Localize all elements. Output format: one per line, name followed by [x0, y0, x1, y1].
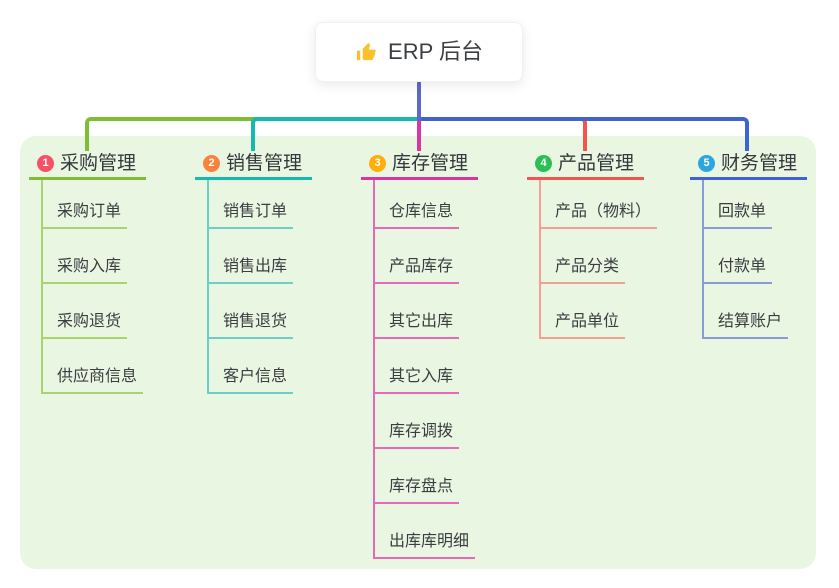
child-label: 库存盘点 — [373, 479, 460, 504]
branch-number-badge: 3 — [369, 154, 386, 172]
mindmap-panel — [20, 136, 816, 569]
branch-purchase-children: 采购订单 采购入库 采购退货 供应商信息 — [41, 180, 144, 394]
branch-number-badge: 1 — [37, 154, 54, 172]
branch-product-title[interactable]: 4 产品管理 — [527, 149, 644, 180]
thumbs-up-icon — [355, 41, 378, 64]
child-label: 产品库存 — [373, 259, 460, 284]
child-label: 结算账户 — [702, 314, 789, 339]
child-label: 其它出库 — [373, 314, 460, 339]
branch-number-badge: 4 — [535, 154, 552, 172]
child-node[interactable]: 销售退货 — [207, 284, 294, 339]
child-label: 回款单 — [702, 204, 773, 229]
child-node[interactable]: 客户信息 — [207, 339, 294, 394]
child-label: 付款单 — [702, 259, 773, 284]
child-node[interactable]: 仓库信息 — [373, 180, 475, 229]
child-label: 其它入库 — [373, 369, 460, 394]
root-node-title: ERP 后台 — [388, 39, 483, 64]
child-node[interactable]: 产品（物料） — [539, 180, 658, 229]
child-node[interactable]: 供应商信息 — [41, 339, 144, 394]
child-node[interactable]: 其它入库 — [373, 339, 475, 394]
branch-inventory: 3 库存管理 仓库信息 产品库存 其它出库 其它入库 库存调拨 库存盘点 出库库… — [361, 149, 478, 559]
child-label: 仓库信息 — [373, 204, 460, 229]
branch-sales: 2 销售管理 销售订单 销售出库 销售退货 客户信息 — [195, 149, 312, 394]
child-label: 产品（物料） — [539, 204, 658, 229]
branch-inventory-children: 仓库信息 产品库存 其它出库 其它入库 库存调拨 库存盘点 出库库明细 — [373, 180, 476, 559]
child-node[interactable]: 结算账户 — [702, 284, 789, 339]
connector-branch-inventory — [417, 121, 421, 151]
child-node[interactable]: 采购退货 — [41, 284, 143, 339]
child-label: 出库库明细 — [373, 534, 476, 559]
branch-finance-title[interactable]: 5 财务管理 — [690, 149, 807, 180]
branch-sales-children: 销售订单 销售出库 销售退货 客户信息 — [207, 180, 294, 394]
connector-branch-finance — [419, 117, 749, 151]
child-node[interactable]: 出库库明细 — [373, 504, 476, 559]
child-label: 采购订单 — [41, 204, 128, 229]
branch-label: 销售管理 — [226, 152, 303, 174]
branch-label: 财务管理 — [721, 152, 798, 174]
connector-root — [417, 82, 421, 121]
child-node[interactable]: 产品单位 — [539, 284, 657, 339]
branch-purchase-title[interactable]: 1 采购管理 — [29, 149, 146, 180]
branch-number-badge: 5 — [698, 154, 715, 172]
child-label: 供应商信息 — [41, 369, 144, 394]
branch-inventory-title[interactable]: 3 库存管理 — [361, 149, 478, 180]
child-label: 销售出库 — [207, 259, 294, 284]
branch-sales-title[interactable]: 2 销售管理 — [195, 149, 312, 180]
child-node[interactable]: 采购入库 — [41, 229, 143, 284]
connector-branch-sales — [251, 117, 417, 151]
branch-finance-children: 回款单 付款单 结算账户 — [702, 180, 789, 339]
branch-product-children: 产品（物料） 产品分类 产品单位 — [539, 180, 658, 339]
branch-label: 采购管理 — [60, 152, 137, 174]
child-node[interactable]: 销售出库 — [207, 229, 294, 284]
root-node[interactable]: ERP 后台 — [315, 22, 523, 82]
child-node[interactable]: 销售订单 — [207, 180, 294, 229]
child-label: 销售退货 — [207, 314, 294, 339]
branch-number-badge: 2 — [203, 154, 220, 172]
child-label: 客户信息 — [207, 369, 294, 394]
branch-label: 产品管理 — [558, 152, 635, 174]
child-label: 产品分类 — [539, 259, 626, 284]
child-label: 产品单位 — [539, 314, 626, 339]
child-node[interactable]: 付款单 — [702, 229, 788, 284]
branch-product: 4 产品管理 产品（物料） 产品分类 产品单位 — [527, 149, 658, 339]
child-node[interactable]: 回款单 — [702, 180, 788, 229]
child-label: 采购入库 — [41, 259, 128, 284]
child-node[interactable]: 库存盘点 — [373, 449, 475, 504]
child-node[interactable]: 其它出库 — [373, 284, 475, 339]
child-label: 库存调拨 — [373, 424, 460, 449]
branch-purchase: 1 采购管理 采购订单 采购入库 采购退货 供应商信息 — [29, 149, 146, 394]
child-label: 销售订单 — [207, 204, 294, 229]
child-node[interactable]: 库存调拨 — [373, 394, 475, 449]
branch-label: 库存管理 — [392, 152, 469, 174]
child-node[interactable]: 采购订单 — [41, 180, 143, 229]
branch-finance: 5 财务管理 回款单 付款单 结算账户 — [690, 149, 807, 339]
child-node[interactable]: 产品库存 — [373, 229, 475, 284]
child-label: 采购退货 — [41, 314, 128, 339]
child-node[interactable]: 产品分类 — [539, 229, 657, 284]
